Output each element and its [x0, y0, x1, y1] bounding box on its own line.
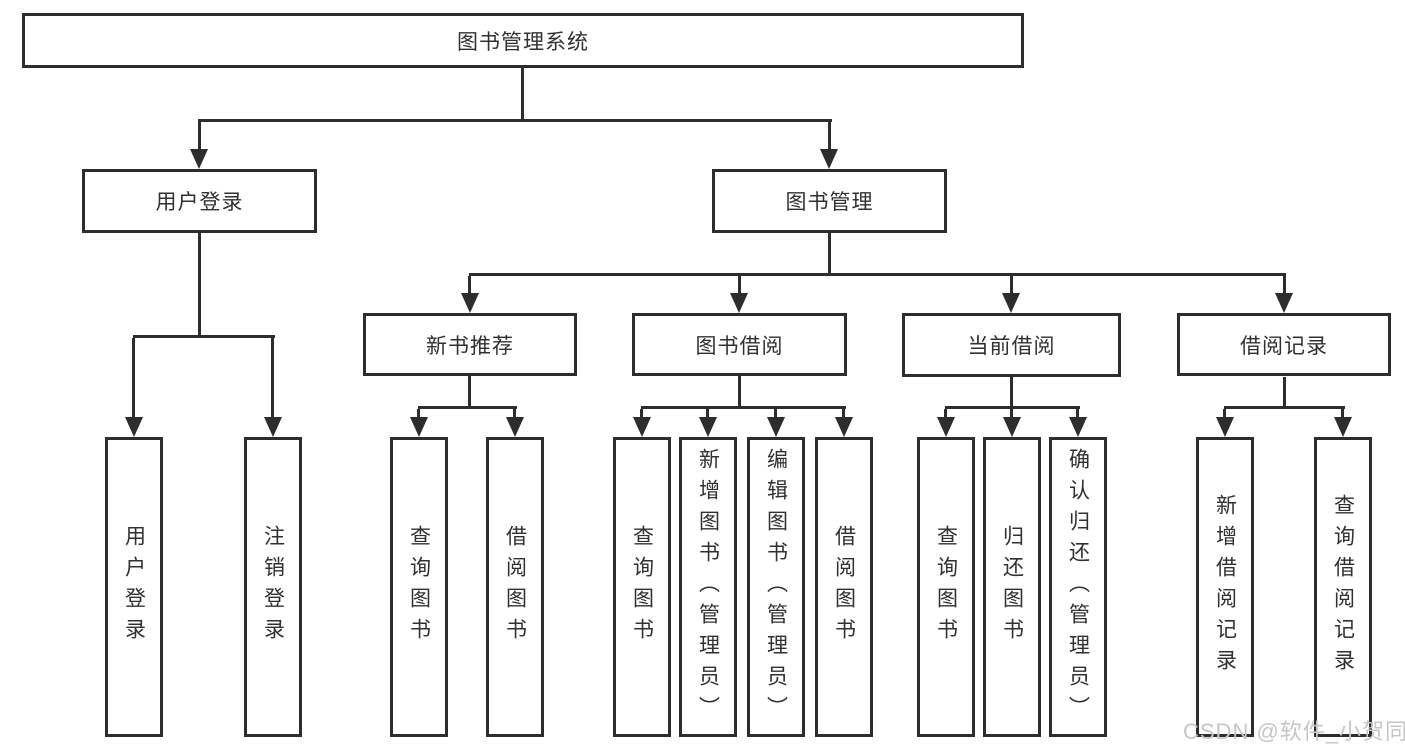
- arrowhead-leaf-query-record: [1334, 417, 1352, 437]
- arrowhead-leaf-borrow2: [835, 417, 853, 437]
- leaf-edit-books-admin: 编辑图书（管理员）: [747, 437, 805, 737]
- arrowhead-leaf-logout: [264, 417, 282, 437]
- connector-user-login-rail: [133, 335, 275, 338]
- connector-level3-rail: [469, 273, 1286, 276]
- leaf-borrow-books-borrowing: 借阅图书: [815, 437, 873, 737]
- arrowhead-new-book: [461, 293, 479, 313]
- node-borrowing-records: 借阅记录: [1177, 313, 1391, 376]
- arrowhead-leaf-query3: [937, 417, 955, 437]
- leaf-query-books-borrowing: 查询图书: [613, 437, 671, 737]
- connector-drop-leaf-query1: [417, 409, 420, 418]
- connector-drop-book-borrow: [738, 276, 741, 294]
- connector-drop-leaf-query2: [640, 409, 643, 418]
- connector-drop-new-book: [468, 276, 471, 294]
- leaf-query-books-current: 查询图书: [917, 437, 975, 737]
- arrowhead-leaf-confirm-return: [1069, 417, 1087, 437]
- leaf-logout-label: 注销登录: [261, 525, 285, 649]
- leaf-confirm-return-admin: 确认归还（管理员）: [1049, 437, 1107, 737]
- connector-drop-leaf-query-record: [1341, 409, 1344, 418]
- node-borrowing-records-label: 借阅记录: [1240, 334, 1328, 358]
- arrowhead-leaf-login: [125, 417, 143, 437]
- node-new-book-recommendation-label: 新书推荐: [426, 334, 514, 358]
- node-root-system: 图书管理系统: [22, 13, 1024, 68]
- connector-drop-leaf-confirm-return: [1076, 409, 1079, 418]
- connector-new-book-rail: [418, 406, 517, 409]
- leaf-query-books-recommend-label: 查询图书: [407, 525, 431, 649]
- leaf-add-books-admin: 新增图书（管理员）: [679, 437, 737, 737]
- arrowhead-book-borrow: [730, 293, 748, 313]
- leaf-return-books-label: 归还图书: [1000, 525, 1024, 649]
- node-book-management-label: 图书管理: [785, 191, 874, 214]
- connector-book-borrow-rail: [641, 406, 846, 409]
- leaf-query-books-recommend: 查询图书: [390, 437, 448, 737]
- leaf-query-borrow-record-label: 查询借阅记录: [1331, 494, 1355, 680]
- arrowhead-current-borrow: [1002, 293, 1020, 313]
- leaf-query-borrow-record: 查询借阅记录: [1314, 437, 1372, 737]
- leaf-user-login-label: 用户登录: [122, 525, 146, 649]
- arrowhead-leaf-query1: [410, 417, 428, 437]
- arrowhead-user-login: [190, 149, 208, 169]
- connector-borrow-records-rail: [1224, 406, 1345, 409]
- arrowhead-leaf-query2: [633, 417, 651, 437]
- node-current-borrowing-label: 当前借阅: [967, 335, 1056, 358]
- leaf-edit-books-admin-label: 编辑图书（管理员）: [764, 447, 788, 727]
- arrowhead-leaf-add-record: [1216, 417, 1234, 437]
- leaf-query-books-borrowing-label: 查询图书: [630, 525, 654, 649]
- connector-book-borrow-stem: [738, 376, 741, 408]
- connector-drop-leaf-add-book: [706, 409, 709, 418]
- node-root-label: 图书管理系统: [457, 30, 589, 54]
- arrowhead-leaf-return: [1003, 417, 1021, 437]
- node-book-borrowing-label: 图书借阅: [695, 334, 784, 358]
- node-current-borrowing: 当前借阅: [902, 313, 1121, 377]
- arrowhead-book-mgmt: [820, 149, 838, 169]
- leaf-user-login: 用户登录: [105, 437, 163, 737]
- connector-drop-leaf-return: [1010, 409, 1013, 418]
- connector-drop-user-login: [198, 119, 201, 150]
- node-user-login: 用户登录: [82, 169, 317, 233]
- connector-current-borrow-stem: [1010, 377, 1013, 408]
- connector-drop-leaf-borrow1: [513, 409, 516, 418]
- node-book-management: 图书管理: [712, 169, 947, 233]
- csdn-watermark: CSDN @软件_小贺同学: [1183, 719, 1405, 744]
- connector-drop-leaf-edit-book: [774, 409, 777, 418]
- arrowhead-leaf-edit-book: [767, 417, 785, 437]
- node-book-borrowing: 图书借阅: [632, 313, 847, 376]
- connector-level2-rail: [198, 119, 832, 122]
- arrowhead-leaf-add-book: [699, 417, 717, 437]
- leaf-borrow-books-recommend: 借阅图书: [486, 437, 544, 737]
- leaf-borrow-books-borrowing-label: 借阅图书: [832, 525, 856, 649]
- connector-drop-leaf-borrow2: [842, 409, 845, 418]
- connector-borrow-records-stem: [1283, 377, 1286, 408]
- leaf-confirm-return-admin-label: 确认归还（管理员）: [1066, 447, 1090, 727]
- connector-current-borrow-rail: [945, 406, 1080, 409]
- connector-root-stem: [521, 68, 524, 122]
- connector-drop-borrow-records: [1283, 276, 1286, 294]
- connector-drop-leaf-login: [132, 338, 135, 418]
- connector-drop-leaf-query3: [944, 409, 947, 418]
- connector-drop-book-mgmt: [828, 119, 831, 150]
- leaf-query-books-current-label: 查询图书: [934, 525, 958, 649]
- connector-drop-leaf-logout: [271, 338, 274, 418]
- arrowhead-leaf-borrow1: [506, 417, 524, 437]
- leaf-return-books: 归还图书: [983, 437, 1041, 737]
- leaf-add-borrow-record: 新增借阅记录: [1196, 437, 1254, 737]
- connector-drop-leaf-add-record: [1223, 409, 1226, 418]
- node-user-login-label: 用户登录: [155, 191, 244, 214]
- leaf-add-borrow-record-label: 新增借阅记录: [1213, 494, 1237, 680]
- leaf-add-books-admin-label: 新增图书（管理员）: [696, 447, 720, 727]
- leaf-borrow-books-recommend-label: 借阅图书: [503, 525, 527, 649]
- connector-new-book-stem: [468, 376, 471, 408]
- connector-book-mgmt-stem: [828, 233, 831, 275]
- arrowhead-borrow-records: [1275, 293, 1293, 313]
- connector-user-login-stem: [198, 233, 201, 337]
- connector-drop-current-borrow: [1010, 276, 1013, 294]
- leaf-logout: 注销登录: [244, 437, 302, 737]
- node-new-book-recommendation: 新书推荐: [363, 313, 577, 376]
